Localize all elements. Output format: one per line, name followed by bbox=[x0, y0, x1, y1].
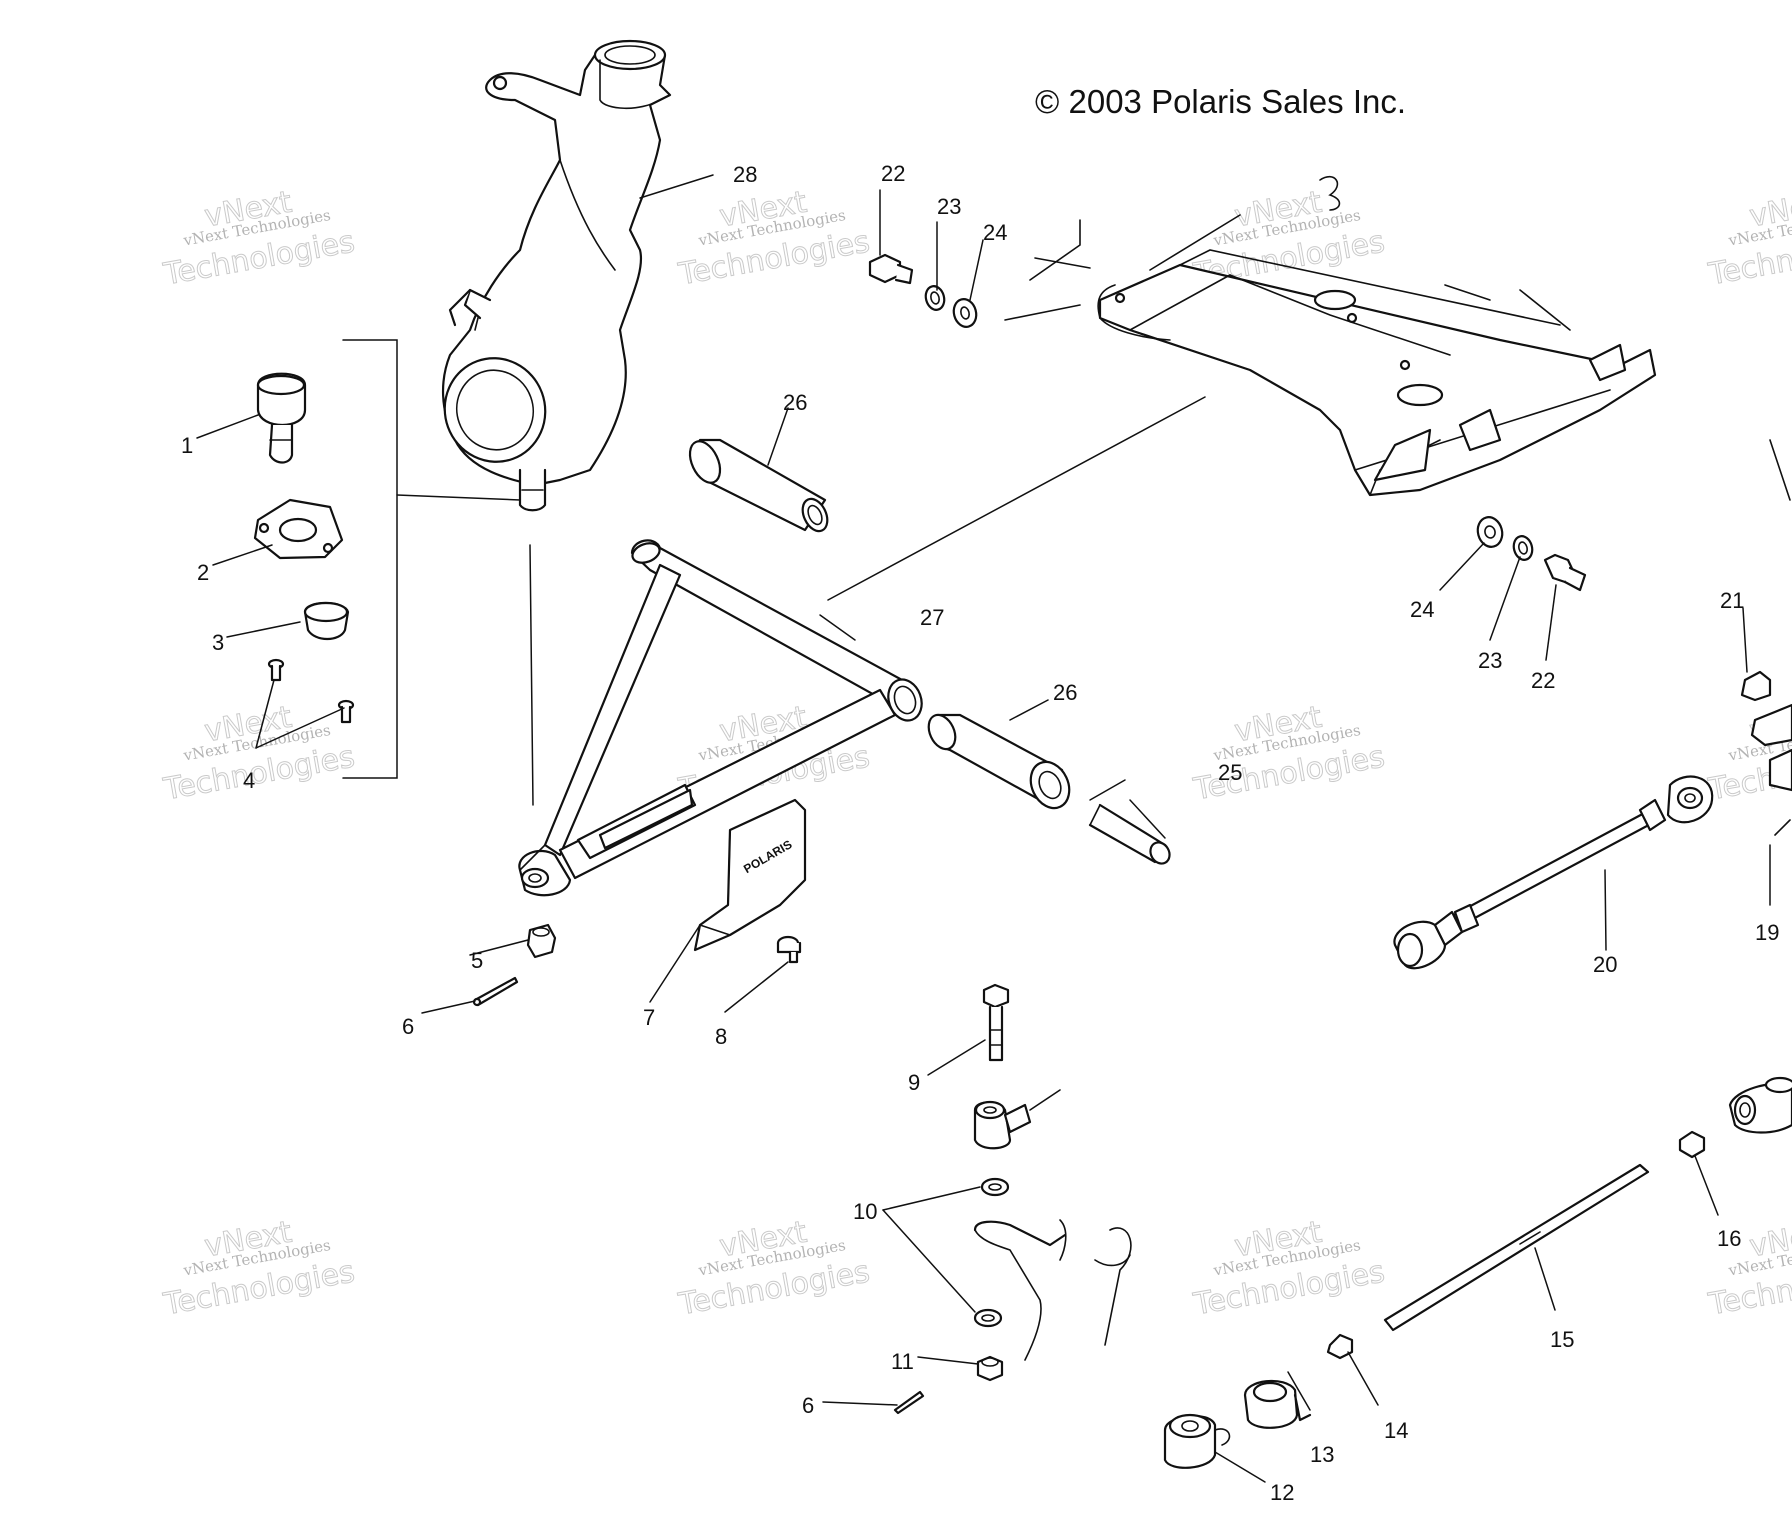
callout-4: 4 bbox=[243, 768, 255, 793]
tie-rod-end-left bbox=[973, 1089, 1061, 1150]
callout-24-lower: 24 bbox=[1410, 597, 1434, 622]
callout-8: 8 bbox=[715, 1024, 727, 1049]
tie-rod-bolt bbox=[982, 983, 1010, 1062]
callout-16: 16 bbox=[1717, 1226, 1741, 1251]
callout-12: 12 bbox=[1270, 1480, 1294, 1505]
screws bbox=[267, 658, 355, 724]
steering-knuckle bbox=[442, 39, 672, 512]
callout-25: 25 bbox=[1218, 760, 1242, 785]
callout-27: 27 bbox=[920, 605, 944, 630]
right-bracket bbox=[1740, 670, 1792, 836]
callout-22-lower: 22 bbox=[1531, 668, 1555, 693]
lock-washer-lower bbox=[1512, 535, 1534, 561]
flat-washer-lower bbox=[1476, 516, 1504, 548]
a-arm-guard: POLARIS bbox=[693, 798, 807, 952]
callout-24-upper: 24 bbox=[983, 220, 1007, 245]
tie-rod bbox=[1383, 1163, 1650, 1332]
tie-rod-end-right bbox=[1728, 1076, 1792, 1134]
copyright-notice: © 2003 Polaris Sales Inc. bbox=[1035, 83, 1406, 120]
callout-19: 19 bbox=[1755, 920, 1779, 945]
callout-14: 14 bbox=[1384, 1418, 1408, 1443]
callout-26-upper: 26 bbox=[783, 390, 807, 415]
castle-nut bbox=[526, 923, 557, 959]
callout-20: 20 bbox=[1593, 952, 1617, 977]
a-arm bbox=[518, 539, 923, 897]
callout-6-upper: 6 bbox=[402, 1014, 414, 1039]
callout-5: 5 bbox=[471, 948, 483, 973]
callout-13: 13 bbox=[1310, 1442, 1334, 1467]
callout-6-lower: 6 bbox=[802, 1393, 814, 1418]
bolt-upper bbox=[868, 253, 914, 285]
cotter-pin-lower bbox=[893, 1390, 925, 1415]
callout-10: 10 bbox=[853, 1199, 877, 1224]
pivot-tube-lower bbox=[927, 713, 1071, 810]
callout-9: 9 bbox=[908, 1070, 920, 1095]
cotter-pin-upper bbox=[472, 976, 519, 1007]
callout-labels: 1 2 3 4 5 6 7 8 9 10 11 6 12 13 14 15 16… bbox=[181, 161, 1779, 1505]
frame-assembly bbox=[1004, 175, 1791, 501]
callout-11: 11 bbox=[891, 1349, 914, 1374]
leader-lines bbox=[196, 174, 1771, 1483]
steering-arm-bracket bbox=[973, 1219, 1132, 1361]
watermark: vNext vNext Technologies Technologies bbox=[160, 184, 358, 293]
pivot-tube-upper bbox=[688, 438, 829, 533]
jam-nut-right bbox=[1678, 1130, 1706, 1159]
callout-22-upper: 22 bbox=[881, 161, 905, 186]
watermark: vNext vNext Technologies Technologies bbox=[1705, 1214, 1792, 1323]
callout-23-lower: 23 bbox=[1478, 648, 1502, 673]
washers bbox=[973, 1177, 1010, 1328]
watermark: vNext vNext Technologies Technologies bbox=[1705, 184, 1792, 293]
watermark: vNext vNext Technologies Technologies bbox=[675, 1214, 873, 1323]
callout-2: 2 bbox=[197, 560, 209, 585]
watermark: vNext vNext Technologies Technologies bbox=[675, 184, 873, 293]
watermark-grid: vNext vNext Technologies Technologies vN… bbox=[160, 184, 1792, 1323]
callout-7: 7 bbox=[643, 1005, 655, 1030]
callout-21: 21 bbox=[1720, 588, 1744, 613]
flat-washer-upper bbox=[952, 298, 978, 328]
spacer-tube bbox=[1088, 803, 1171, 865]
lock-washer-upper bbox=[924, 285, 946, 311]
watermark: vNext vNext Technologies Technologies bbox=[160, 1214, 358, 1323]
callout-1: 1 bbox=[181, 433, 193, 458]
callout-23-upper: 23 bbox=[937, 194, 961, 219]
guard-bolt bbox=[776, 935, 802, 964]
group-bracket bbox=[342, 339, 521, 779]
callout-15: 15 bbox=[1550, 1327, 1574, 1352]
alignment-lines bbox=[529, 396, 1206, 806]
callout-3: 3 bbox=[212, 630, 224, 655]
boot-cap bbox=[303, 601, 350, 641]
bolt-lower bbox=[1543, 553, 1587, 592]
adjustable-rod bbox=[1393, 775, 1714, 970]
tie-rod-end-lower bbox=[1163, 1379, 1312, 1469]
lock-nut bbox=[976, 1355, 1004, 1382]
callout-28: 28 bbox=[733, 162, 757, 187]
watermark: vNext vNext Technologies Technologies bbox=[1190, 699, 1388, 808]
ball-joint bbox=[256, 372, 307, 464]
callout-26-lower: 26 bbox=[1053, 680, 1077, 705]
watermark: vNext vNext Technologies Technologies bbox=[1190, 1214, 1388, 1323]
jam-nut-left bbox=[1326, 1333, 1354, 1360]
retainer-plate bbox=[253, 498, 344, 560]
